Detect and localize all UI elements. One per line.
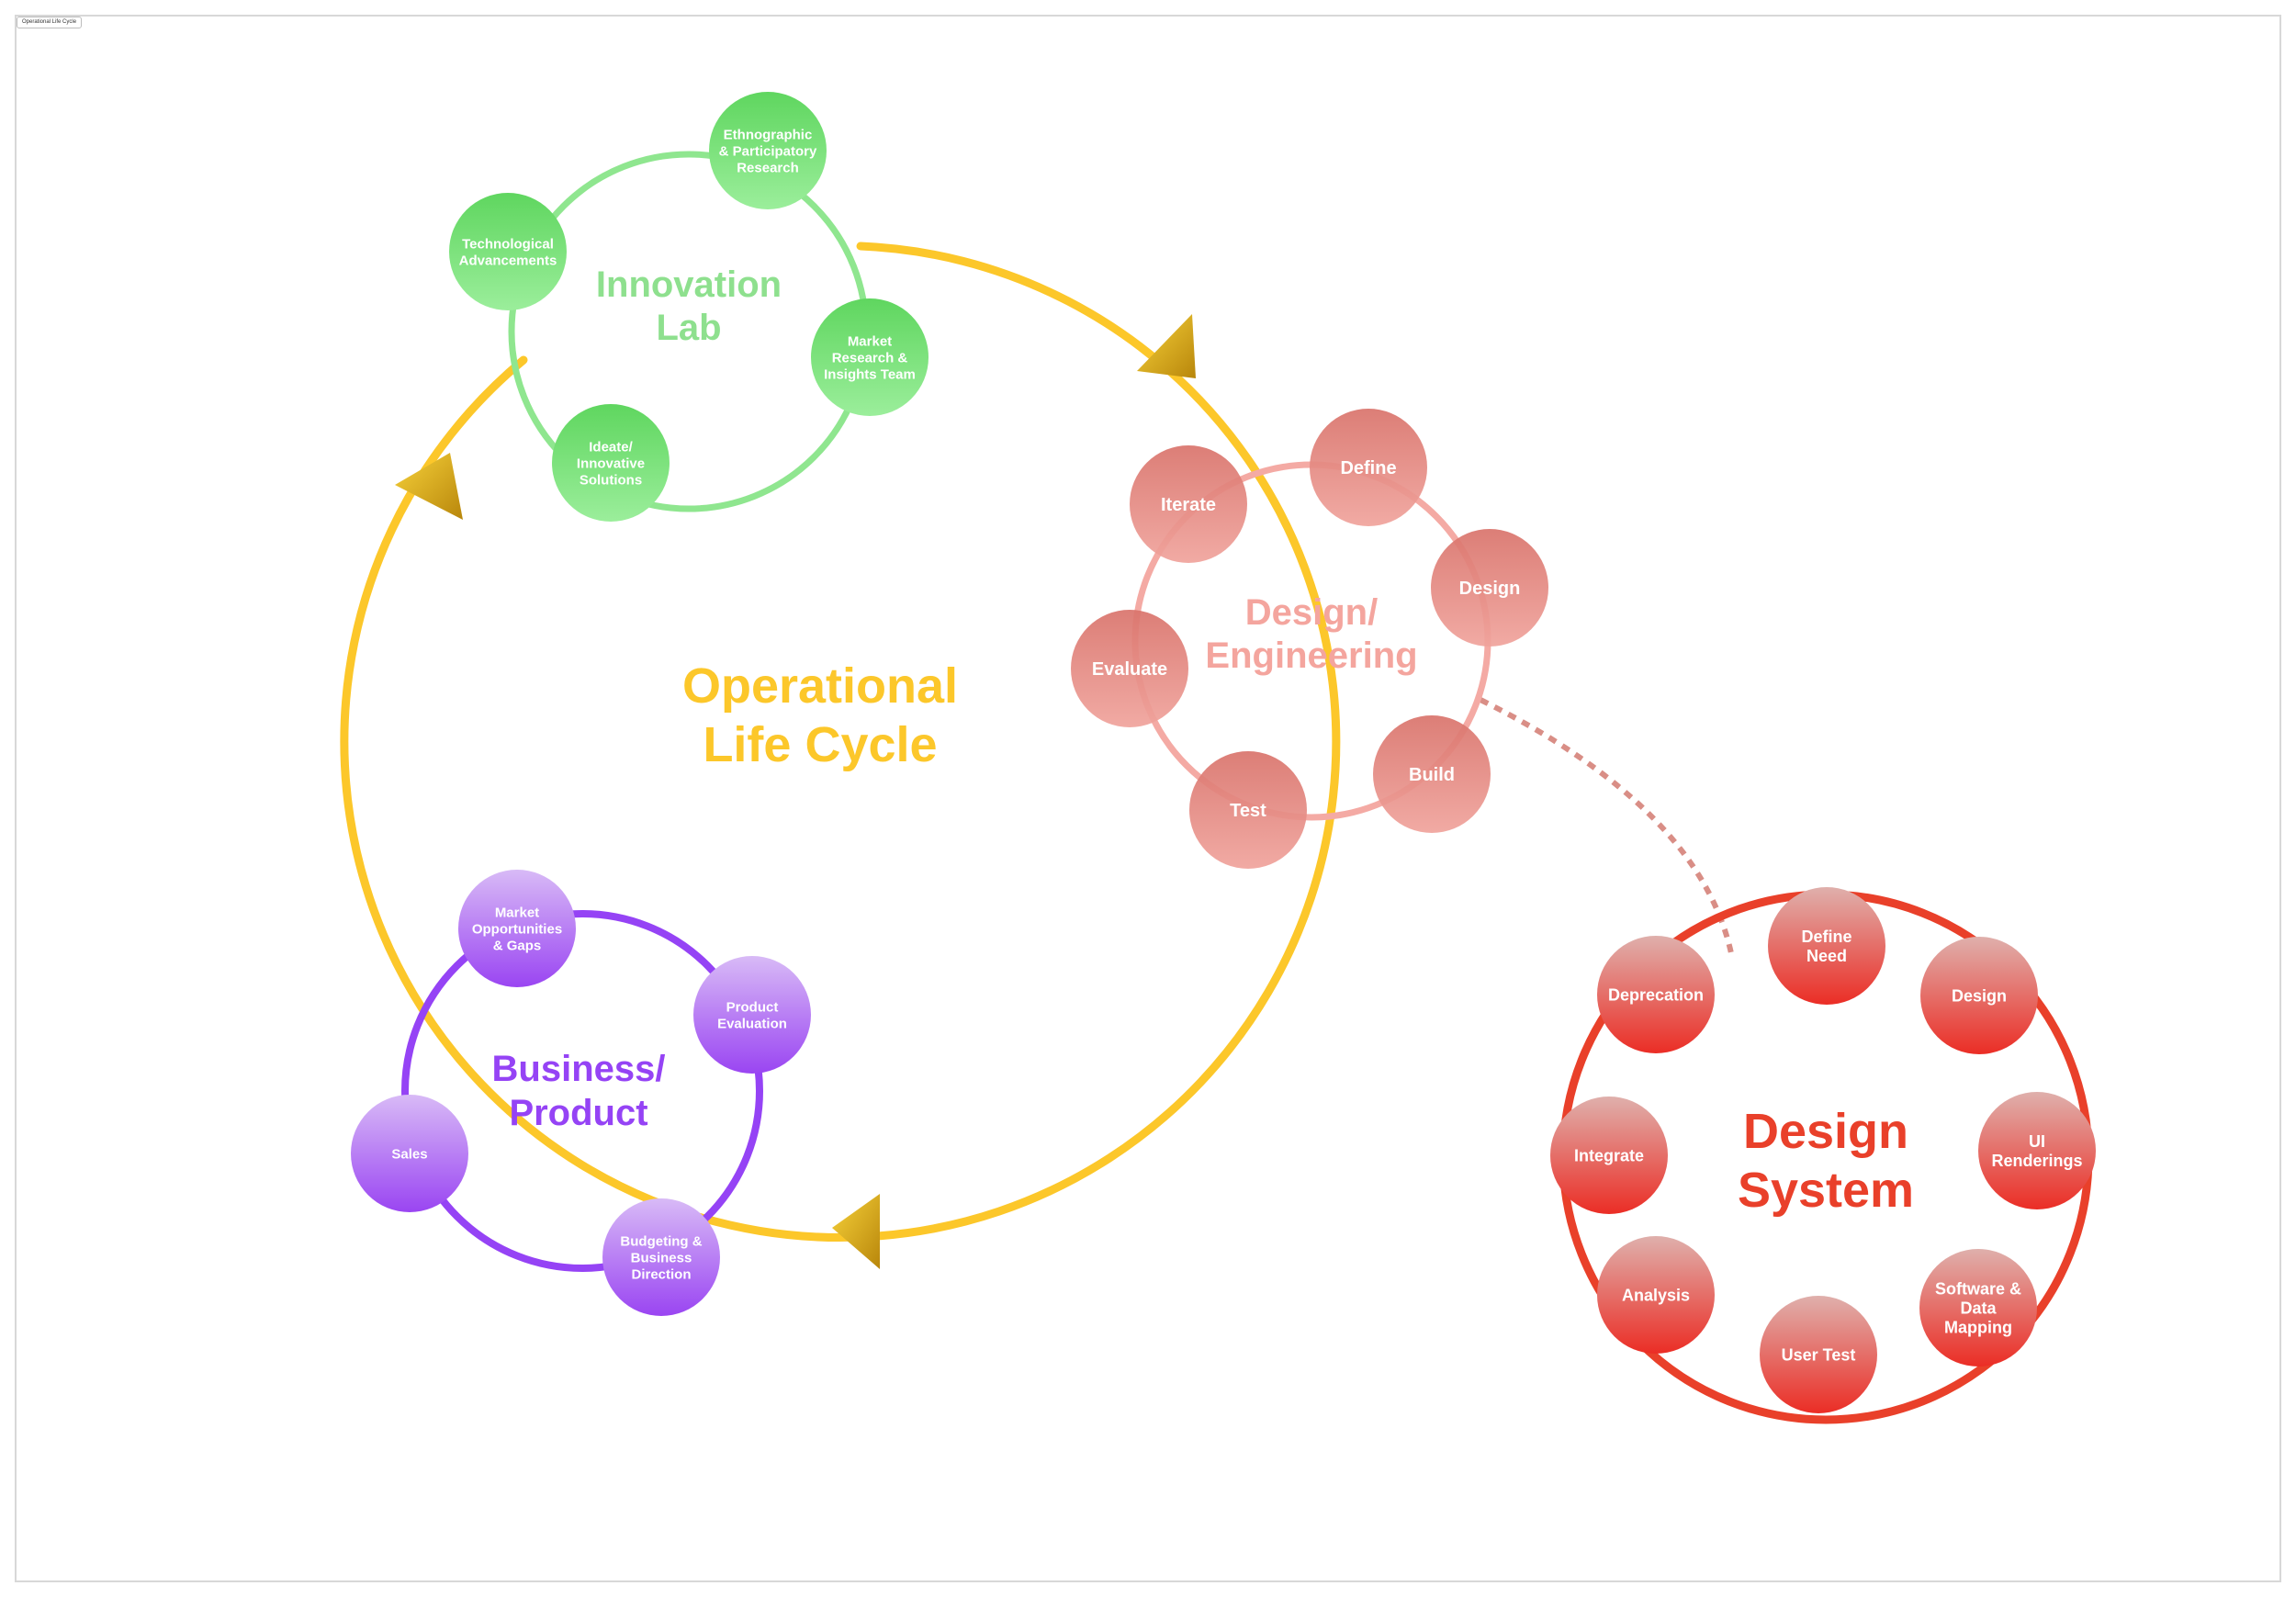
design-engineering-node-label: Build	[1409, 765, 1455, 785]
design-engineering-node-circle[interactable]	[1189, 751, 1307, 869]
innovation-lab-title-line-1: Innovation	[596, 264, 782, 305]
design-engineering-title-line-2: Engineering	[1205, 635, 1417, 676]
innovation-lab-group: Innovation Lab Ethnographic& Participato…	[449, 92, 929, 522]
design-system-node-label: Deprecation	[1608, 985, 1704, 1004]
design-system-node-label: Integrate	[1574, 1146, 1644, 1164]
main-title: Operational Life Cycle	[682, 658, 958, 772]
design-system-node-analysis[interactable]: Analysis	[1597, 1236, 1715, 1354]
innovation-lab-title-line-2: Lab	[656, 308, 721, 348]
design-system-node-label: User Test	[1782, 1345, 1856, 1364]
design-system-title-line-1: Design	[1743, 1104, 1908, 1159]
design-system-node-deprecation[interactable]: Deprecation	[1597, 936, 1715, 1053]
design-system-node-user-test[interactable]: User Test	[1760, 1296, 1877, 1413]
business-product-ring	[401, 910, 763, 1272]
business-product-title-line-2: Product	[509, 1093, 647, 1133]
design-engineering-node-test[interactable]: Test	[1189, 751, 1307, 869]
design-system-node-integrate[interactable]: Integrate	[1550, 1097, 1668, 1214]
cycle-arrow-right	[1137, 314, 1196, 378]
main-title-line-2: Life Cycle	[703, 717, 937, 772]
design-engineering-node-define[interactable]: Define	[1310, 409, 1427, 526]
business-product-node-circle[interactable]	[602, 1198, 720, 1316]
business-product-node-circle[interactable]	[693, 956, 811, 1074]
business-product-node-circle[interactable]	[458, 870, 576, 987]
design-engineering-node-iterate[interactable]: Iterate	[1130, 445, 1247, 563]
design-engineering-node-circle[interactable]	[1310, 409, 1427, 526]
design-engineering-node-design[interactable]: Design	[1431, 529, 1548, 647]
design-system-node-circle[interactable]	[1768, 887, 1885, 1005]
design-system-title-line-2: System	[1738, 1163, 1914, 1218]
design-engineering-title-line-1: Design/	[1245, 592, 1378, 633]
business-product-node-circle[interactable]	[351, 1095, 468, 1212]
design-engineering-node-circle[interactable]	[1130, 445, 1247, 563]
design-system-node-label: Analysis	[1622, 1286, 1690, 1304]
design-system-connector	[1479, 697, 1734, 954]
frame-label[interactable]: Operational Life Cycle	[17, 17, 83, 28]
innovation-lab-node-circle[interactable]	[811, 298, 929, 416]
main-title-line-1: Operational	[682, 658, 958, 714]
business-product-node-sales[interactable]: Sales	[351, 1095, 468, 1212]
design-engineering-node-build[interactable]: Build	[1373, 715, 1491, 833]
design-system-node-circle[interactable]	[1550, 1097, 1668, 1214]
design-engineering-node-circle[interactable]	[1431, 529, 1548, 647]
design-system-node-circle[interactable]	[1978, 1092, 2096, 1209]
canvas-frame	[15, 15, 2281, 1582]
design-engineering-node-label: Evaluate	[1092, 659, 1167, 680]
innovation-lab-node-circle[interactable]	[709, 92, 827, 209]
design-engineering-node-label: Define	[1340, 458, 1396, 478]
design-engineering-node-label: Test	[1230, 801, 1266, 821]
design-system-node-circle[interactable]	[1919, 1249, 2037, 1366]
innovation-lab-node-circle[interactable]	[552, 404, 670, 522]
design-system-node-circle[interactable]	[1597, 936, 1715, 1053]
design-engineering-node-label: Design	[1459, 579, 1521, 599]
design-system-node-circle[interactable]	[1597, 1236, 1715, 1354]
design-system-node-label: Design	[1952, 986, 2007, 1005]
design-system-node-circle[interactable]	[1760, 1296, 1877, 1413]
design-engineering-node-label: Iterate	[1161, 495, 1216, 515]
cycle-arrow-bottom	[832, 1194, 880, 1269]
innovation-lab-node-circle[interactable]	[449, 193, 567, 310]
design-engineering-node-evaluate[interactable]: Evaluate	[1071, 610, 1188, 727]
cycle-arrow-left	[395, 453, 463, 520]
design-engineering-node-circle[interactable]	[1071, 610, 1188, 727]
design-system-node-design[interactable]: Design	[1920, 937, 2038, 1054]
business-product-node-label: Sales	[391, 1146, 427, 1162]
business-product-title-line-1: Business/	[492, 1049, 666, 1089]
main-cycle-ring	[340, 242, 1341, 1242]
design-engineering-node-circle[interactable]	[1373, 715, 1491, 833]
design-system-node-circle[interactable]	[1920, 937, 2038, 1054]
